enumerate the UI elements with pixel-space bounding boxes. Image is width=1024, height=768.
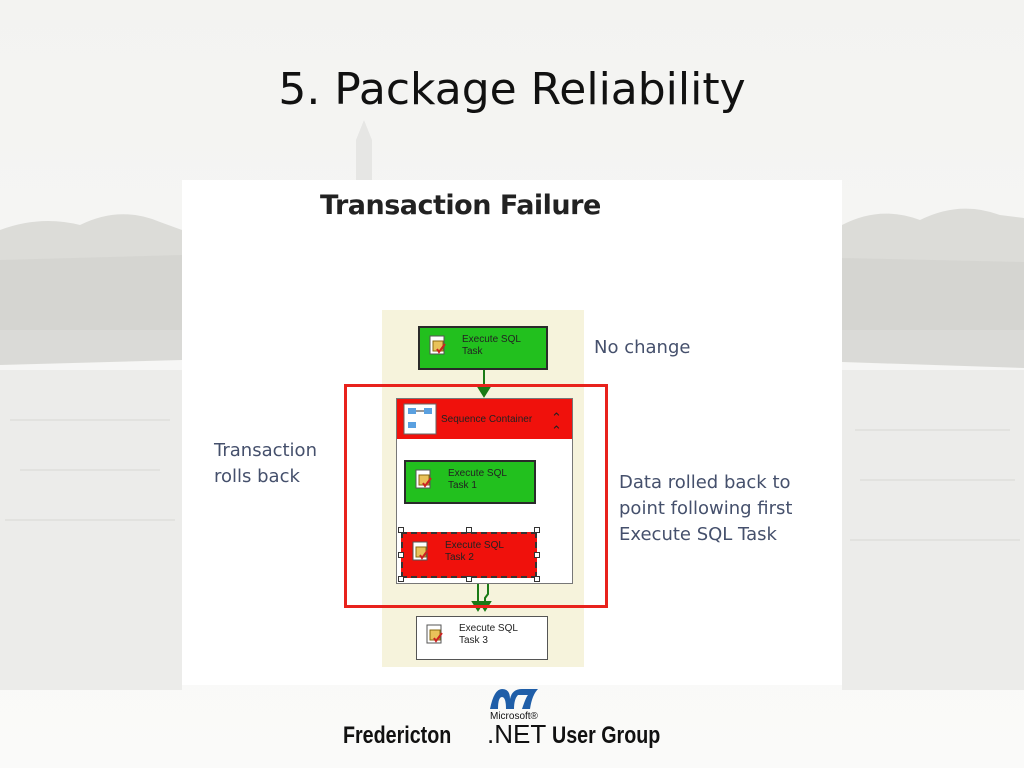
rollback-highlight-frame xyxy=(344,384,608,608)
selection-handle[interactable] xyxy=(398,552,404,558)
sequence-container-label: Sequence Container xyxy=(441,414,533,425)
sql-task-icon xyxy=(415,469,432,489)
footer-left-text: Fredericton xyxy=(343,722,452,749)
dotnet-wordmark: .NET xyxy=(487,719,547,749)
task-label-line2: Task xyxy=(462,346,483,357)
slide-title: 5. Package Reliability xyxy=(278,64,746,115)
selection-handle[interactable] xyxy=(398,527,404,533)
selection-handle[interactable] xyxy=(534,552,540,558)
selection-handle[interactable] xyxy=(534,576,540,582)
task-label-line1: Execute SQL xyxy=(445,540,504,551)
annotation-no-change: No change xyxy=(594,337,691,358)
task-label-line1: Execute SQL xyxy=(459,623,518,634)
collapse-chevron-icon[interactable]: ⌃⌃ xyxy=(551,410,562,438)
footer-right-text: User Group xyxy=(552,722,661,749)
sql-task-icon xyxy=(429,335,446,355)
sql-task-icon xyxy=(412,541,429,561)
annotation-transaction-rolls-back: Transaction rolls back xyxy=(214,440,317,487)
task-label-line1: Execute SQL xyxy=(448,468,507,479)
task-label-line1: Execute SQL xyxy=(462,334,521,345)
task-label-line2: Task 3 xyxy=(459,635,488,646)
sequence-container-header: Sequence Container ⌃⌃ xyxy=(397,399,572,439)
task-label-line2: Task 1 xyxy=(448,480,477,491)
selection-handle[interactable] xyxy=(466,576,472,582)
task-label-line2: Task 2 xyxy=(445,552,474,563)
dotnet-wave-icon xyxy=(490,689,538,709)
dotnet-logo: Microsoft® .NET xyxy=(482,685,550,749)
microsoft-wordmark: Microsoft® xyxy=(490,711,538,722)
selection-handle[interactable] xyxy=(466,527,472,533)
figure-heading: Transaction Failure xyxy=(320,190,601,221)
selection-handle[interactable] xyxy=(534,527,540,533)
sequence-container-icon xyxy=(403,403,437,435)
annotation-data-rolled-back: Data rolled back to point following firs… xyxy=(619,472,793,545)
selection-handle[interactable] xyxy=(398,576,404,582)
sql-task-icon xyxy=(426,624,443,644)
